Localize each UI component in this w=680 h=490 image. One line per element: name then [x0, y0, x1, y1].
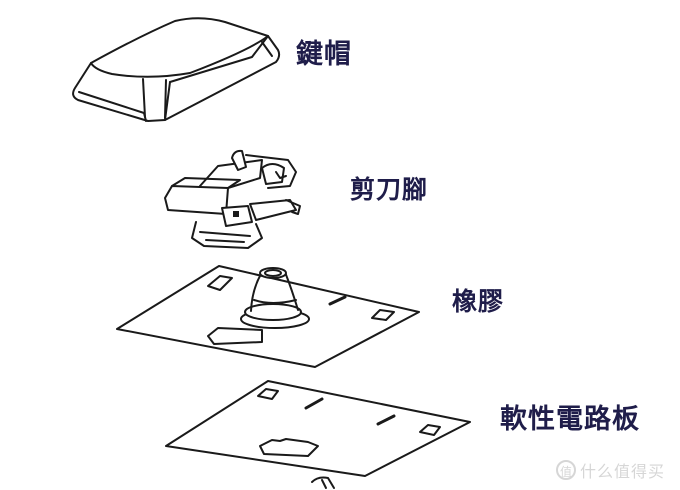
- fpc-sheet-drawing: [165, 380, 471, 489]
- label-rubber-dome: 橡膠: [452, 287, 505, 316]
- label-scissor-mechanism: 剪刀腳: [350, 175, 429, 204]
- keycap-drawing: [72, 17, 281, 122]
- label-keycap: 鍵帽: [296, 39, 352, 70]
- watermark-text: 什么值得买: [580, 462, 666, 481]
- watermark-logo-icon: 值: [556, 460, 576, 480]
- label-flexible-circuit-board: 軟性電路板: [500, 404, 640, 435]
- watermark: 值 什么值得买: [556, 458, 665, 482]
- scissor-drawing: [164, 149, 301, 249]
- rubber-sheet-drawing: [116, 265, 420, 368]
